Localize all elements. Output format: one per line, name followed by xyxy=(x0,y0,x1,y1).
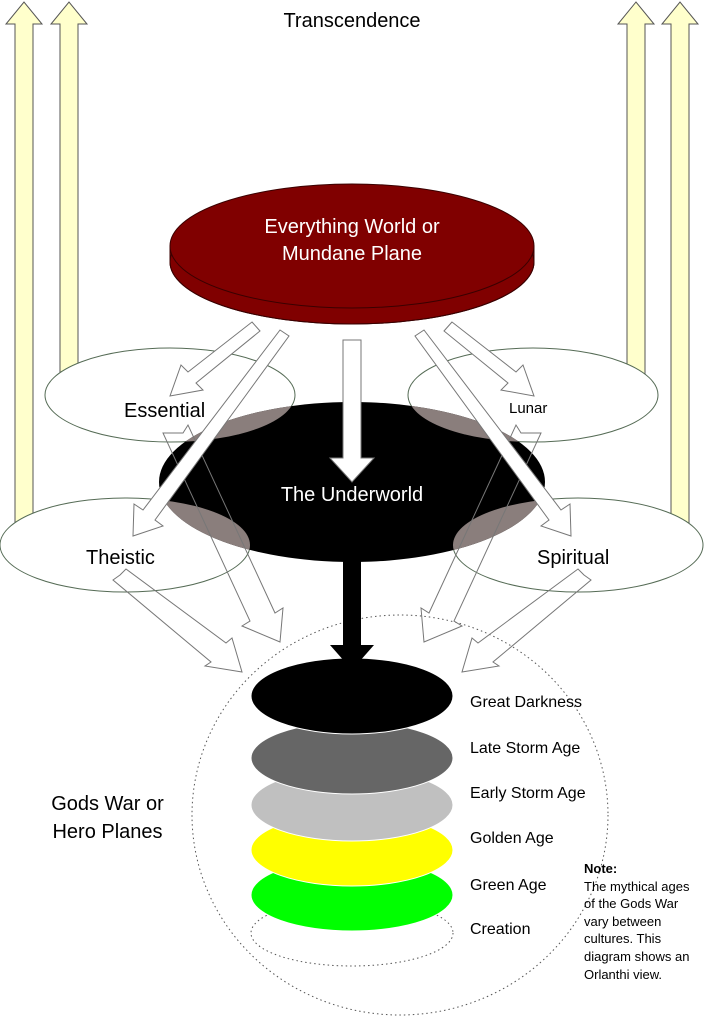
transcendence-arrow xyxy=(4,1,44,533)
mundane-to-spiritual-arrow xyxy=(414,329,572,537)
mundane-label-line1: Everything World or xyxy=(264,216,440,238)
spiritual-label: Spiritual xyxy=(537,547,609,569)
mundane-label-line2: Mundane Plane xyxy=(282,243,422,265)
age-label: Creation xyxy=(470,921,530,938)
mundane-to-lunar-arrow xyxy=(443,321,535,397)
age-labels: Great Darkness Late Storm Age Early Stor… xyxy=(470,694,586,938)
transcendence-arrow xyxy=(616,1,656,386)
transcendence-arrows xyxy=(4,1,700,533)
theistic-label: Theistic xyxy=(86,547,155,569)
hollow-arrow xyxy=(461,568,592,673)
mundane-to-theistic-arrow xyxy=(132,329,290,537)
mundane-plane-top xyxy=(169,183,535,309)
otherworld-to-godswar-arrows xyxy=(112,423,592,673)
transcendence-label: Transcendence xyxy=(283,10,420,32)
note-title: Note: xyxy=(584,861,618,876)
mundane-to-essential-arrow xyxy=(169,321,261,397)
gods-war-label: Gods War or Hero Planes xyxy=(51,793,164,843)
gods-war-boundary xyxy=(191,614,609,1016)
hollow-arrow xyxy=(420,423,542,643)
lunar-label: Lunar xyxy=(509,400,547,417)
mundane-arrows xyxy=(132,321,572,537)
mundane-plane xyxy=(169,183,535,325)
mundane-to-underworld-arrow xyxy=(328,339,376,483)
creation-disc xyxy=(250,899,454,967)
essential-label: Essential xyxy=(124,400,205,422)
underworld-label: The Underworld xyxy=(281,484,423,506)
hollow-arrow xyxy=(112,568,243,673)
age-label: Late Storm Age xyxy=(470,740,580,757)
age-label: Great Darkness xyxy=(470,694,582,711)
underworld-to-godswar-arrow xyxy=(330,560,374,670)
age-label: Golden Age xyxy=(470,830,554,847)
transcendence-arrow xyxy=(660,1,700,533)
age-label: Green Age xyxy=(470,877,547,894)
note-text: The mythical ages of the Gods War vary b… xyxy=(584,878,690,982)
age-label: Early Storm Age xyxy=(470,785,586,802)
transcendence-arrow xyxy=(49,1,89,386)
hollow-arrow xyxy=(162,423,284,643)
age-stack xyxy=(250,657,454,967)
note-box: Note: The mythical ages of the Gods War … xyxy=(584,860,696,983)
